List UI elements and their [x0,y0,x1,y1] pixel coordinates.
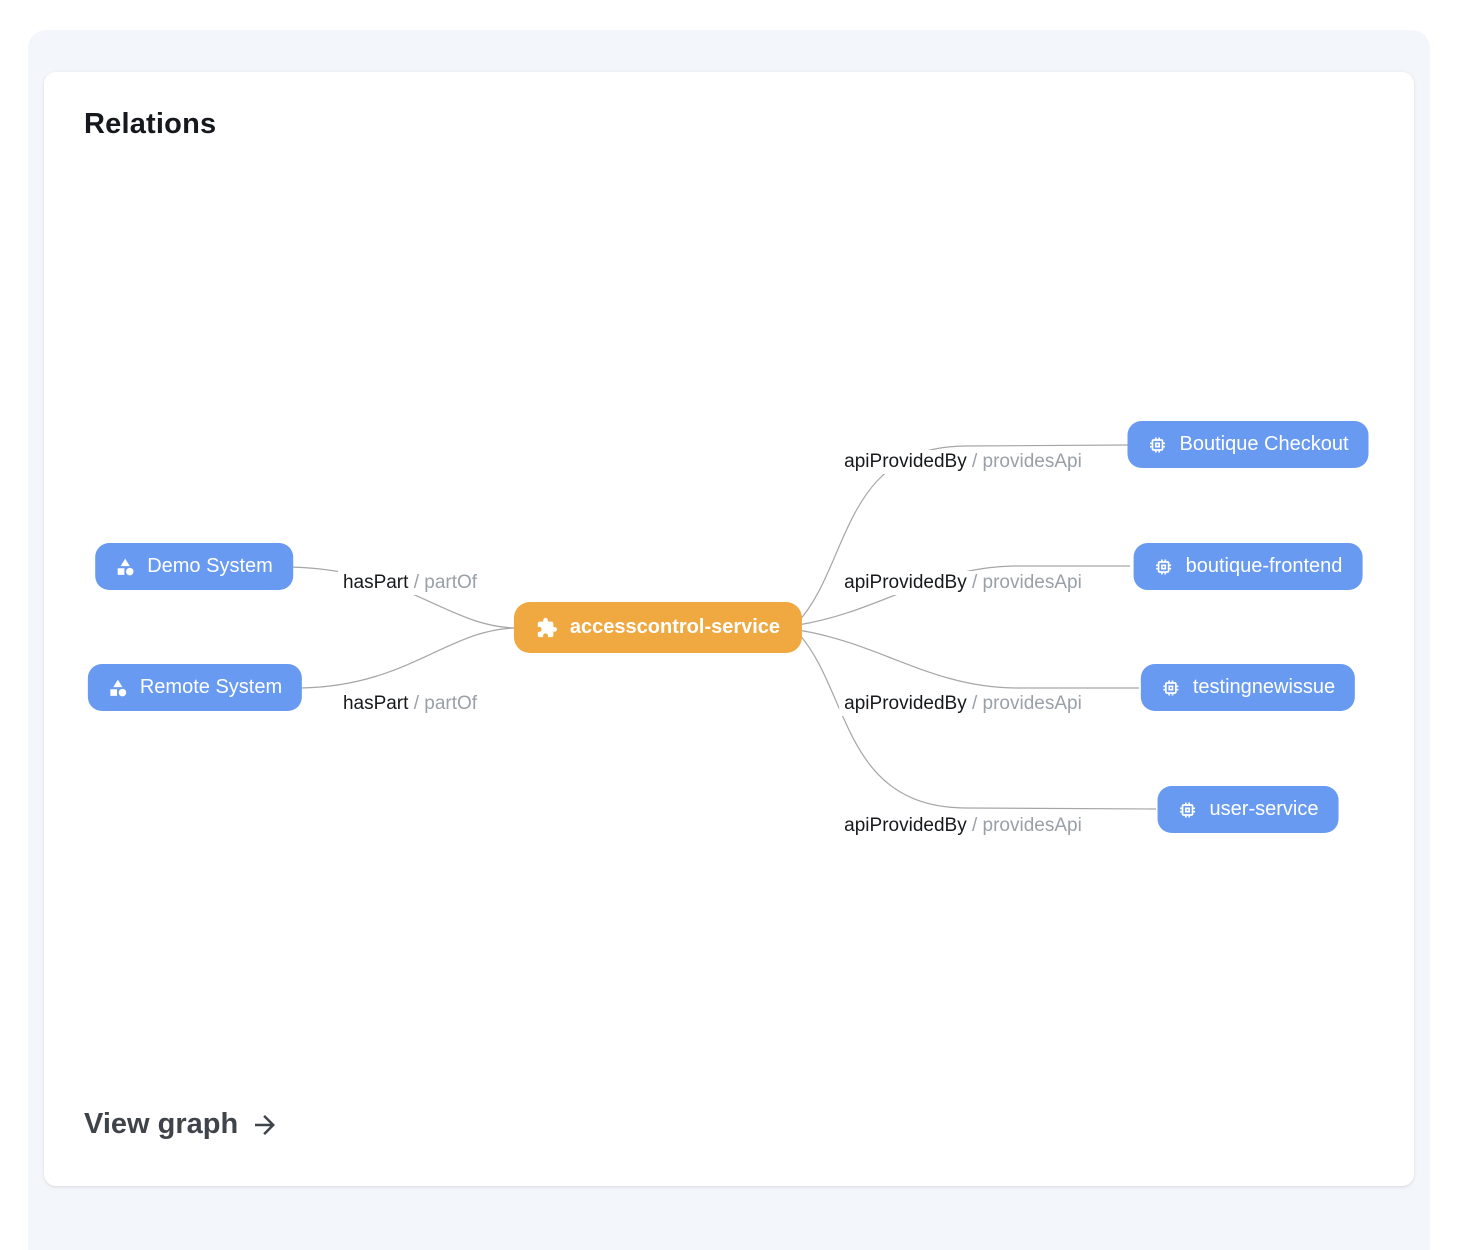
puzzle-piece-icon [536,617,558,639]
node-label: accesscontrol-service [569,616,781,638]
view-graph-label: View graph [84,1108,239,1140]
graph-node-boutique-frontend[interactable]: boutique-frontend [1133,543,1363,590]
api-chip-icon [1147,435,1167,455]
graph-node-accesscontrol-service[interactable]: accesscontrol-service [513,602,803,653]
graph-node-boutique-checkout[interactable]: Boutique Checkout [1127,421,1369,468]
graph-node-testingnewissue[interactable]: testingnewissue [1140,664,1356,711]
graph-node-remote-system[interactable]: Remote System [87,664,303,711]
view-graph-link[interactable]: View graph [84,1108,280,1141]
node-label: Remote System [139,676,283,698]
graph-node-demo-system[interactable]: Demo System [95,543,293,590]
node-label: Demo System [147,555,273,577]
system-shapes-icon [108,678,128,698]
api-chip-icon [1178,800,1198,820]
api-chip-icon [1161,678,1181,698]
card-title: Relations [84,108,217,140]
node-label: Boutique Checkout [1179,433,1349,455]
node-label: user-service [1209,798,1319,820]
arrow-right-icon [250,1110,280,1140]
api-chip-icon [1154,557,1174,577]
system-shapes-icon [115,557,135,577]
graph-node-user-service[interactable]: user-service [1157,786,1339,833]
node-label: testingnewissue [1192,676,1336,698]
node-label: boutique-frontend [1185,555,1343,577]
